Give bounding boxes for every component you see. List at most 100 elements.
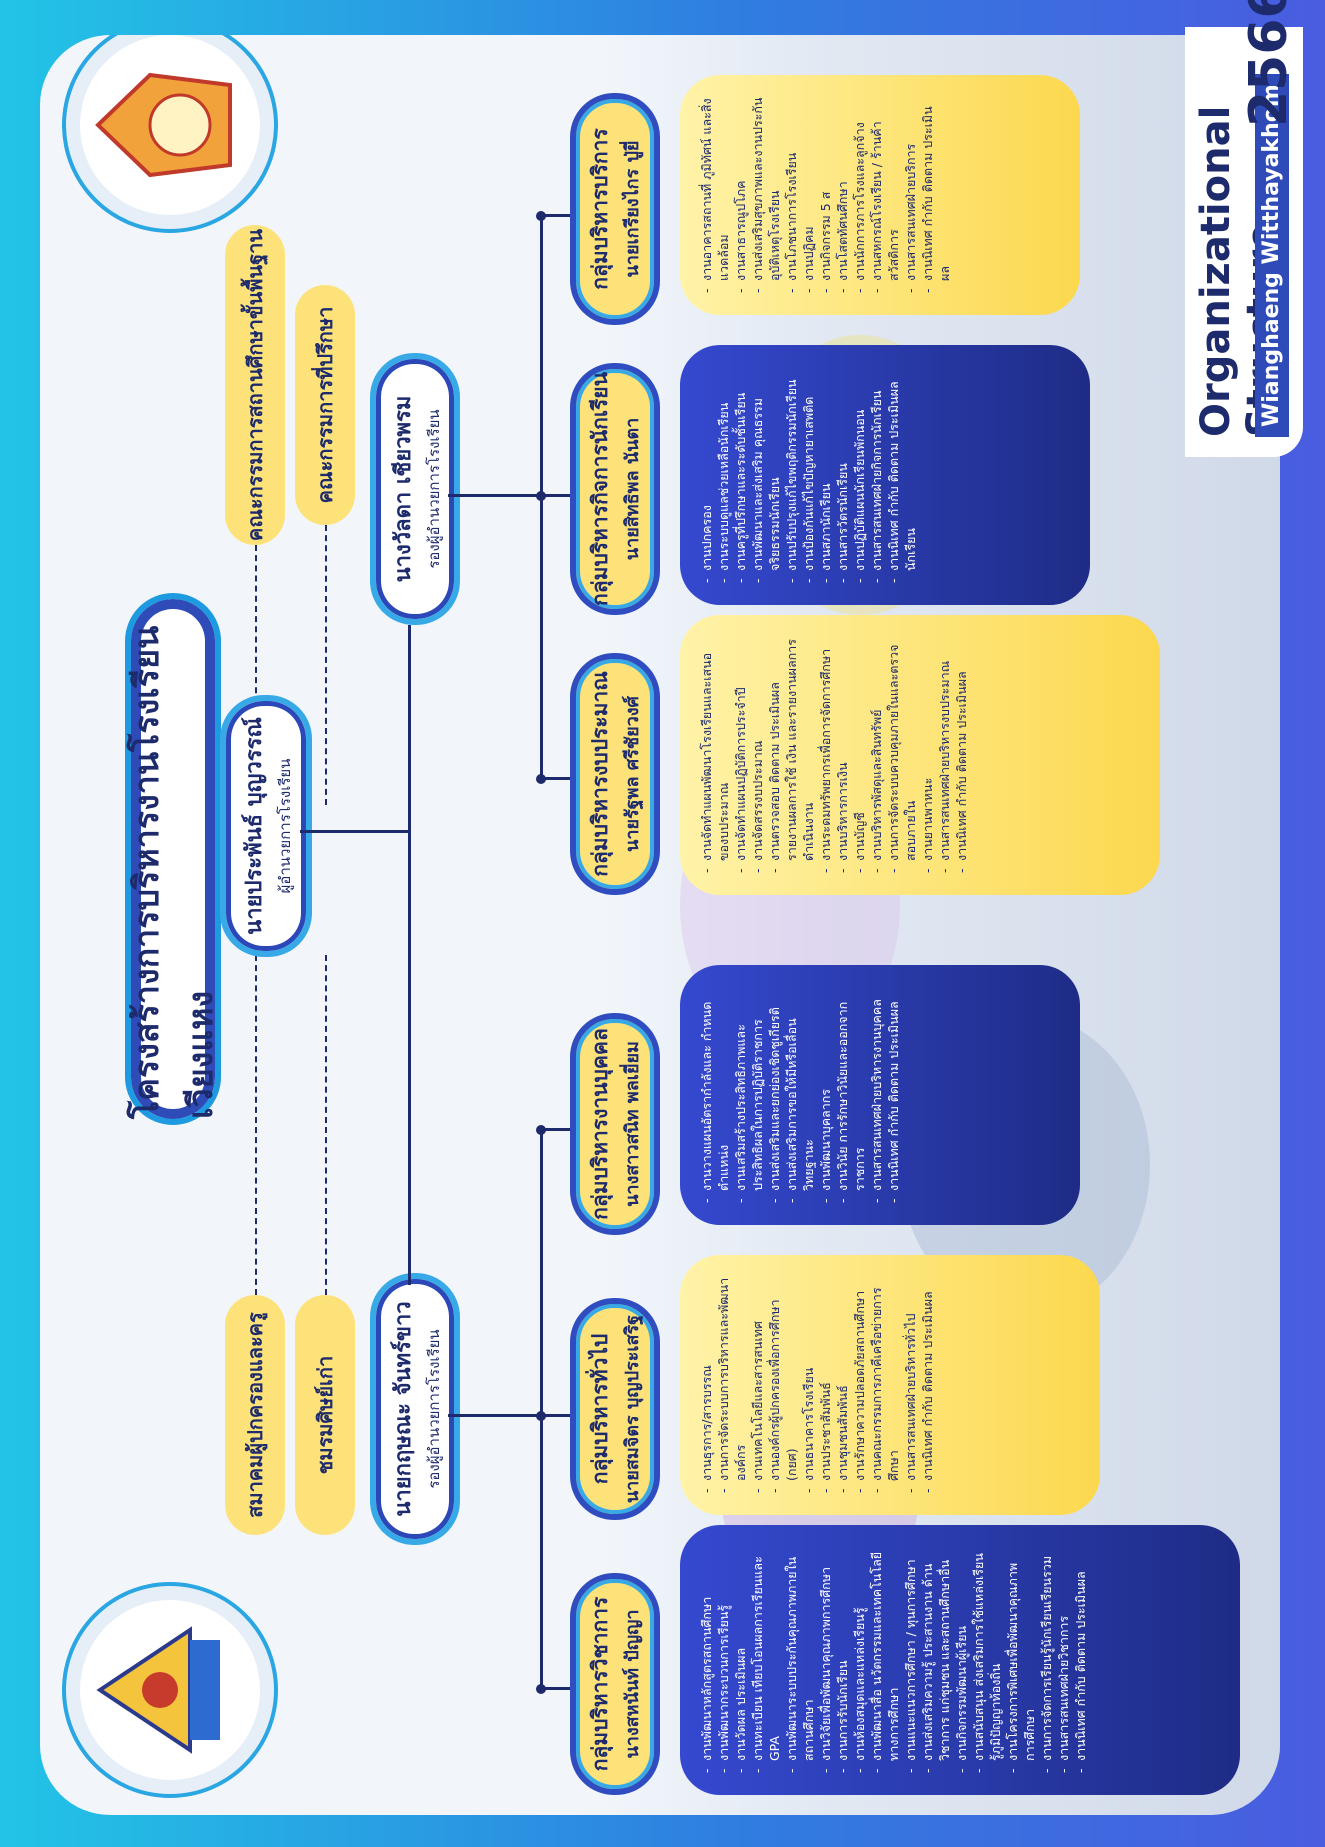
deputy-right-role: รองผู้อำนวยการโรงเรียน: [424, 409, 443, 569]
task-item: งานการรับนักเรียน: [834, 1547, 851, 1773]
group-student-affairs: กลุ่มบริหารกิจการนักเรียน นายสิทธิพล นัน…: [570, 363, 660, 615]
card-personnel: งานวางแผนอัตรากำลังและ กำหนดตำแหน่งงานเส…: [680, 965, 1080, 1225]
task-item: งานแนะแนวการศึกษา / ทุนการศึกษา: [902, 1547, 919, 1773]
task-item: งานส่งเสริมความรู้ ประสานงาน ด้านวิชาการ…: [919, 1547, 953, 1773]
task-item: งานวินัย การรักษาวินัยและออกจากราชการ: [834, 987, 868, 1203]
task-item: งานโครงการพิเศษเพื่อพัฒนาคุณภาพการศึกษา: [1004, 1547, 1038, 1773]
card-general-list: งานธุรการ/สารบรรณงานการจัดระบบการบริหารแ…: [698, 1277, 936, 1493]
group-general: กลุ่มบริหารทั่วไป นายสมจิตร บุญประเสริฐ: [570, 1298, 660, 1520]
task-item: งานปกครอง: [698, 367, 715, 583]
card-budget-list: งานจัดทำแผนพัฒนาโรงเรียนและเสนอของบประมา…: [698, 637, 970, 873]
task-item: งานคณะกรรมการภาคีเครือข่ายการศึกษา: [868, 1277, 902, 1493]
deputy-right-name: นางวัลดา เชียวพรม: [390, 395, 416, 583]
card-general: งานธุรการ/สารบรรณงานการจัดระบบการบริหารแ…: [680, 1255, 1100, 1515]
task-item: งานพัฒนาและส่งเสริม คุณธรรม จริยธรรมนักเ…: [749, 367, 783, 583]
board-alumni: ชมรมศิษย์เก่า: [295, 1295, 355, 1535]
task-item: งานชุมชนสัมพันธ์: [834, 1277, 851, 1493]
connector-dot-4: [536, 774, 546, 784]
director-box: นายประพันธ์ บุญวรรณ์ ผู้อำนวยการโรงเรียน: [220, 695, 312, 957]
task-item: งานประชาสัมพันธ์: [817, 1277, 834, 1493]
task-item: งานรักษาความปลอดภัยสถานศึกษา: [851, 1277, 868, 1493]
task-item: งานนิเทศ กำกับ ติดตาม ประเมินผล: [885, 987, 902, 1203]
group-general-manager: นายสมจิตร บุญประเสริฐ: [622, 1314, 643, 1504]
task-item: งานสารสนเทศฝ่ายวิชาการ: [1055, 1547, 1072, 1773]
task-item: งานอาคารสถานที่ ภูมิทัศน์ และสิ่งแวดล้อม: [698, 97, 732, 293]
chart-title: โครงสร้างการบริหารงานโรงเรียนเวียงแหง: [125, 593, 221, 1125]
board-basic-education: คณะกรรมการสถานศึกษาขั้นพื้นฐาน: [225, 225, 285, 545]
school-emblem-icon: [96, 1626, 220, 1754]
task-item: งานส่งเสริมการขอให้มีหรือเลื่อนวิทยฐานะ: [783, 987, 817, 1203]
board-basic-education-label: คณะกรรมการสถานศึกษาขั้นพื้นฐาน: [243, 228, 267, 542]
task-item: งานการจัดระบบควบคุมภายในและตรวจสอบภายใน: [885, 637, 919, 873]
deputy-left-role: รองผู้อำนวยการโรงเรียน: [424, 1329, 443, 1489]
task-item: งานระบบดูแลช่วยเหลือนักเรียน: [715, 367, 732, 583]
task-item: งานระดมทรัพยากรเพื่อการจัดการศึกษา: [817, 637, 834, 873]
task-item: งานโสตทัศนศึกษา: [834, 97, 851, 293]
card-student-affairs-list: งานปกครองงานระบบดูแลช่วยเหลือนักเรียน งาน…: [698, 367, 919, 583]
task-item: งานพัฒนาระบบประกันคุณภาพภายในสถานศึกษา: [783, 1547, 817, 1773]
task-item: งานวิจัยเพื่อพัฒนาคุณภาพการศึกษา: [817, 1547, 834, 1773]
connector-dot-1: [536, 1684, 546, 1694]
task-item: งานการจัดระบบการบริหารและพัฒนา องค์กร: [715, 1277, 749, 1493]
task-item: งานปรับปรุงแก้ไขพฤติกรรมนักเรียน: [783, 367, 800, 583]
task-item: งานสาธารณูปโภค: [732, 97, 749, 293]
director-role: ผู้อำนวยการโรงเรียน: [275, 758, 294, 894]
task-item: งานนักการภารโรงและลูกจ้าง: [851, 97, 868, 293]
task-item: งานสารวัตรนักเรียน: [834, 367, 851, 583]
group-services-title: กลุ่มบริหารบริการ: [588, 128, 612, 290]
task-item: งานทะเบียน เทียบโอนผลการเรียนและ GPA: [749, 1547, 783, 1773]
task-item: งานพัฒนาบุคลากร: [817, 987, 834, 1203]
group-personnel-manager: นางสาวสนิท พลเยี่ยม: [622, 1041, 643, 1207]
task-item: งานสหกรณ์โรงเรียน / ร้านค้า สวัสดิการ: [868, 97, 902, 293]
dashed-link-left-2: [325, 955, 327, 1295]
group-student-affairs-title: กลุ่มบริหารกิจการนักเรียน: [588, 372, 612, 606]
task-item: งานสารสนเทศฝ่ายบริหารงานบุคคล: [868, 987, 885, 1203]
task-item: งานจัดทำแผนปฏิบัติการประจำปี: [732, 637, 749, 873]
connector-dot-2: [536, 1411, 546, 1421]
task-item: งานสนับสนุน ส่งเสริมการใช้แหล่งเรียนรู้ภ…: [970, 1547, 1004, 1773]
task-item: งานโภชนาการโรงเรียน: [783, 97, 800, 293]
footer-year: 2566: [1239, 0, 1299, 127]
task-item: งานธุรการ/สารบรรณ: [698, 1277, 715, 1493]
card-personnel-list: งานวางแผนอัตรากำลังและ กำหนดตำแหน่งงานเส…: [698, 987, 902, 1203]
card-student-affairs: งานปกครองงานระบบดูแลช่วยเหลือนักเรียน งาน…: [680, 345, 1090, 605]
deputy-right-box: นางวัลดา เชียวพรม รองผู้อำนวยการโรงเรียน: [370, 353, 460, 625]
connector-deputies-horizontal: [408, 625, 411, 1285]
task-item: งานพัฒนาหลักสูตรสถานศึกษา: [698, 1547, 715, 1773]
director-name: นายประพันธ์ บุญวรรณ์: [241, 717, 267, 935]
task-item: งานบริหารการเงิน: [834, 637, 851, 873]
task-item: งานบัญชี: [851, 637, 868, 873]
group-general-title: กลุ่มบริหารทั่วไป: [588, 1333, 612, 1485]
connector-director-down: [300, 830, 410, 833]
dashed-link-right-2: [325, 525, 327, 805]
royal-emblem-logo: [80, 35, 260, 215]
task-item: งานเสริมสร้างประสิทธิภาพและประสิทธิผลในก…: [732, 987, 766, 1203]
task-item: งานตรวจสอบ ติดตาม ประเมินผล รายงานผลการใ…: [766, 637, 817, 873]
group-services-manager: นายเกรียงไกร ปู่ยี่: [622, 140, 643, 278]
task-item: งานสภานักเรียน: [817, 367, 834, 583]
deputy-left-box: นายกฤษณะ จันทร์ขาว รองผู้อำนวยการโรงเรีย…: [370, 1273, 460, 1545]
task-item: งานส่งเสริมและยกย่องเชิดชูเกียรติ: [766, 987, 783, 1203]
task-item: งานนิเทศ กำกับ ติดตาม ประเมินผล: [953, 637, 970, 873]
group-academic-manager: นางสหนันท์ ปัญญา: [622, 1609, 643, 1759]
connector-dot-6: [536, 211, 546, 221]
group-services: กลุ่มบริหารบริการ นายเกรียงไกร ปู่ยี่: [570, 93, 660, 325]
group-academic: กลุ่มบริหารวิชาการ นางสหนันท์ ปัญญา: [570, 1573, 660, 1795]
task-item: งานกิจกรรมพัฒนาผู้เรียน: [953, 1547, 970, 1773]
task-item: งานนิเทศ กำกับ ติดตาม ประเมินผลนักเรียน: [885, 367, 919, 583]
task-item: งานพัฒนากระบวนการเรียนรู้: [715, 1547, 732, 1773]
task-item: งานสารสนเทศฝ่ายบริหารงบประมาณ: [936, 637, 953, 873]
task-item: งานกิจกรรม 5 ส: [817, 97, 834, 293]
board-alumni-label: ชมรมศิษย์เก่า: [313, 1355, 337, 1475]
card-academic-list: งานพัฒนาหลักสูตรสถานศึกษางานพัฒนากระบวนก…: [698, 1547, 1089, 1773]
chart-panel: โครงสร้างการบริหารงานโรงเรียนเวียงแหง สม…: [40, 35, 1280, 1815]
deputy-left-name: นายกฤษณะ จันทร์ขาว: [390, 1301, 416, 1517]
board-parents-teachers-label: สมาคมผู้ปกครองและครู: [243, 1312, 267, 1518]
group-budget-manager: นายรัฐพล ศรีชัยวงศ์: [622, 696, 643, 852]
connector-left-vertical: [448, 1414, 540, 1417]
chart-title-text: โครงสร้างการบริหารงานโรงเรียนเวียงแหง: [127, 625, 221, 1119]
task-item: งานเทคโนโลยีและสารสนเทศ: [749, 1277, 766, 1493]
connector-left-bus: [540, 1130, 543, 1690]
connector-dot-5: [536, 491, 546, 501]
